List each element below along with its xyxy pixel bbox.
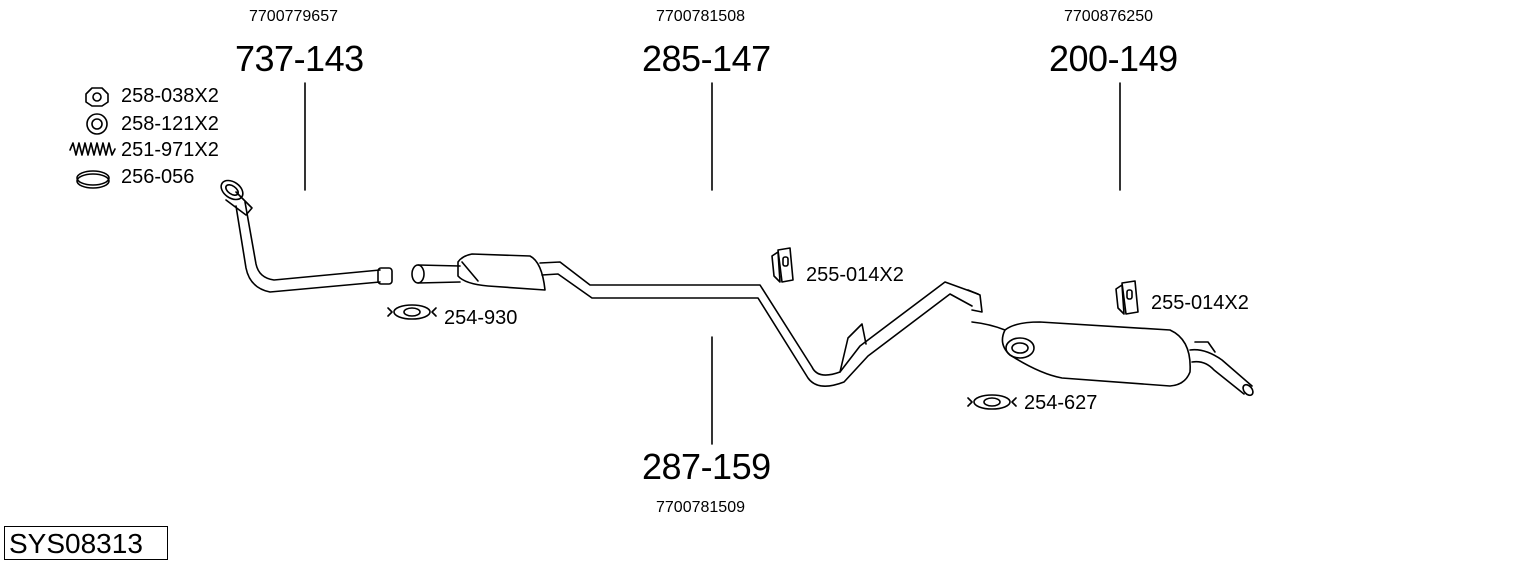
accessory-label: 254-930 <box>444 307 518 329</box>
part-number: 285-147 <box>642 38 771 79</box>
oem-number: 7700876250 <box>1064 8 1153 25</box>
front-pipe-737-143 <box>220 179 393 293</box>
accessory-label: 254-627 <box>1024 392 1098 414</box>
accessory-label: 255-014X2 <box>1151 292 1249 314</box>
oem-number: 7700781508 <box>656 8 745 25</box>
accessory-label: 251-971X2 <box>121 139 219 161</box>
oem-number: 7700779657 <box>249 8 338 25</box>
rear-muffler-200-149 <box>971 321 1254 397</box>
system-code-box: SYS08313 <box>4 526 168 560</box>
clamp-icon <box>387 304 437 320</box>
middle-pipe-285-147 <box>411 253 983 387</box>
accessory-label: 258-121X2 <box>121 113 219 135</box>
gasket-ring-icon <box>76 170 110 189</box>
spring-icon <box>69 142 116 156</box>
clamp-icon <box>967 394 1017 410</box>
oem-number: 7700781509 <box>656 499 745 516</box>
nut-icon <box>85 87 109 107</box>
accessory-label: 255-014X2 <box>806 264 904 286</box>
accessory-label: 258-038X2 <box>121 85 219 107</box>
part-number: 200-149 <box>1049 38 1178 79</box>
rubber-hanger-icon <box>1115 280 1139 315</box>
accessory-label: 256-056 <box>121 166 195 188</box>
washer-icon <box>86 113 108 135</box>
part-number: 737-143 <box>235 38 364 79</box>
part-number: 287-159 <box>642 446 771 487</box>
rubber-hanger-icon <box>771 247 794 283</box>
